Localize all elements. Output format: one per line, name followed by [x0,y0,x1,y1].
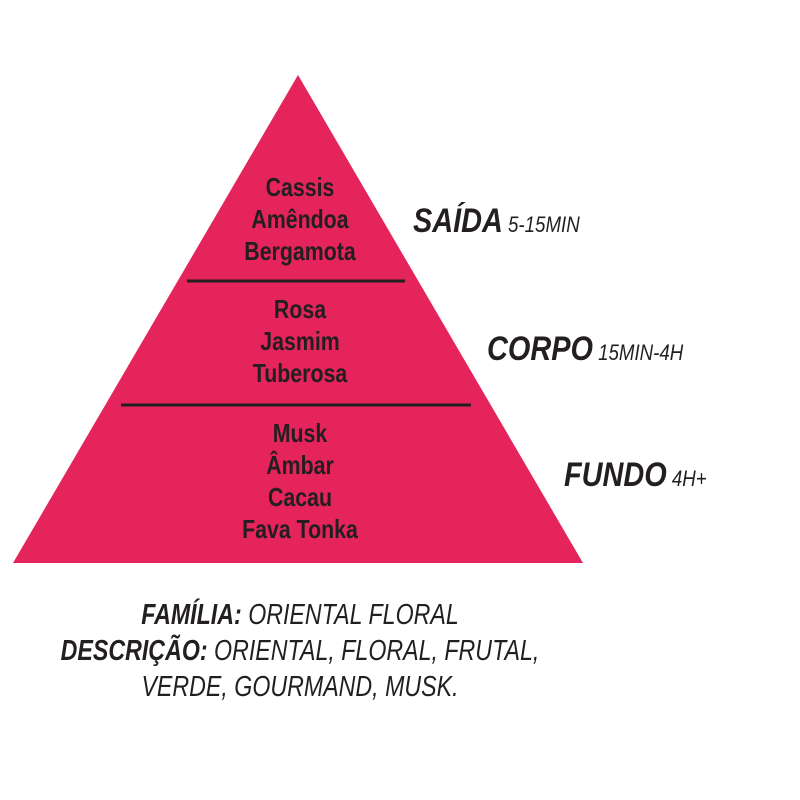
tier-name: SAÍDA [413,202,503,240]
description-label: DESCRIÇÃO: [60,635,208,667]
note-musk: Musk [272,418,328,448]
note-jasmim: Jasmim [260,326,340,356]
note-cacau: Cacau [267,482,332,512]
note-fava-tonka: Fava Tonka [242,514,358,544]
note-amendoa: Amêndoa [251,204,349,234]
family-line: FAMÍLIA: ORIENTAL FLORAL [60,597,540,633]
family-value: ORIENTAL FLORAL [248,599,459,631]
description-line-2: VERDE, GOURMAND, MUSK. [60,669,540,705]
note-tuberosa: Tuberosa [252,358,348,388]
tier-name: CORPO [487,330,593,368]
family-label: FAMÍLIA: [141,599,242,631]
tier-time: 5-15MIN [508,212,580,237]
description-value-1: ORIENTAL, FLORAL, FRUTAL, [214,635,540,667]
tier-name: FUNDO [564,456,667,494]
note-bergamota: Bergamota [244,236,356,266]
fragrance-description: FAMÍLIA: ORIENTAL FLORAL DESCRIÇÃO: ORIE… [0,597,600,705]
description-line-1: DESCRIÇÃO: ORIENTAL, FLORAL, FRUTAL, [60,633,540,669]
description-value-2: VERDE, GOURMAND, MUSK. [141,671,459,703]
note-ambar: Âmbar [266,450,334,480]
tier-time: 15MIN-4H [598,340,684,365]
pyramid-shape [13,75,583,563]
note-rosa: Rosa [273,294,327,324]
tier-time: 4H+ [671,466,707,491]
note-cassis: Cassis [265,172,335,202]
